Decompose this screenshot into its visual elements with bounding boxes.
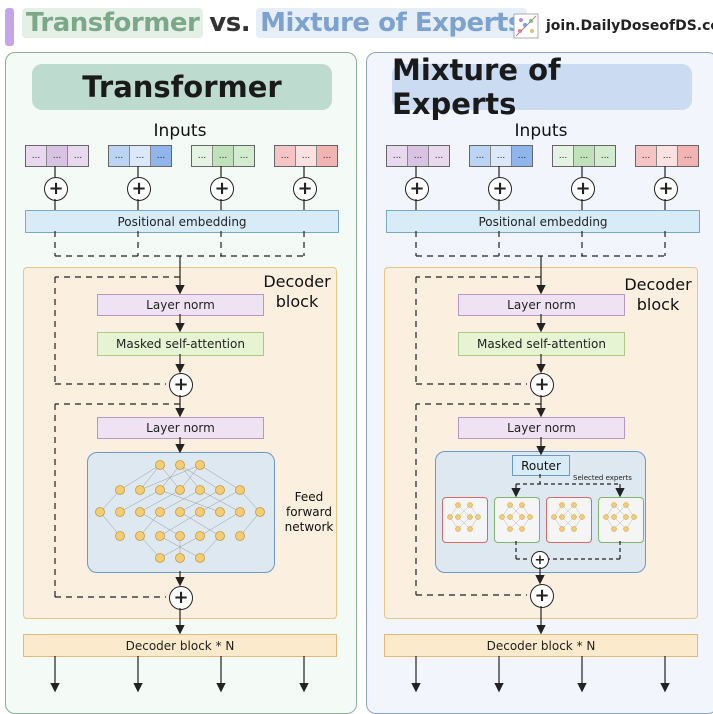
transformer-layer-norm-2: Layer norm [97, 417, 264, 439]
token-group: ... ... ... [191, 145, 255, 167]
token-cell: ... [47, 146, 68, 166]
token-cell: ... [387, 146, 408, 166]
transformer-panel-title: Transformer [32, 64, 332, 110]
token-cell: ... [491, 146, 512, 166]
residual-add-icon: + [530, 373, 554, 397]
decoder-label-line: block [636, 295, 680, 314]
token-cell: ... [26, 146, 47, 166]
token-cell: ... [574, 146, 595, 166]
token-group: ... ... ... [552, 145, 616, 167]
moe-decoder-label: Decoder block [619, 275, 697, 315]
token-cell: ... [151, 146, 171, 166]
token-cell: ... [213, 146, 234, 166]
title-transformer: Transformer [22, 8, 204, 38]
token-cell: ... [296, 146, 317, 166]
ffn-label-line: Feed [294, 490, 324, 504]
token-cell: ... [130, 146, 151, 166]
token-cell: ... [470, 146, 491, 166]
transformer-layer-norm-1: Layer norm [97, 294, 264, 316]
moe-layer-norm-2: Layer norm [458, 417, 625, 439]
token-group: ... ... ... [274, 145, 338, 167]
token-group: ... ... ... [469, 145, 533, 167]
title-vs: vs. [209, 8, 251, 38]
decoder-label-line: Decoder [263, 272, 331, 291]
brand[interactable]: join.DailyDoseofDS.com [512, 12, 713, 40]
expert-4 [598, 497, 644, 543]
token-cell: ... [68, 146, 88, 166]
token-cell: ... [275, 146, 296, 166]
transformer-decoder-n: Decoder block * N [23, 634, 337, 657]
token-cell: ... [636, 146, 657, 166]
token-cell: ... [678, 146, 698, 166]
transformer-decoder-label: Decoder block [258, 272, 336, 312]
token-cell: ... [657, 146, 678, 166]
router: Router [512, 455, 570, 476]
token-cell: ... [192, 146, 213, 166]
moe-panel-title: Mixture of Experts [392, 53, 692, 121]
moe-inputs-label: Inputs [514, 121, 568, 141]
ffn-label: Feed forward network [279, 490, 339, 535]
residual-add-icon: + [169, 586, 193, 610]
connector-lines [50, 166, 670, 693]
moe-layer-norm-1: Layer norm [458, 294, 625, 316]
selected-experts-label: Selected experts [573, 474, 632, 482]
add-icon: + [293, 177, 317, 201]
transformer-inputs-label: Inputs [153, 121, 207, 141]
token-cell: ... [512, 146, 532, 166]
expert-merge-add-icon: + [531, 551, 549, 569]
add-icon: + [571, 177, 595, 201]
token-cell: ... [553, 146, 574, 166]
decoder-label-line: Decoder [624, 275, 692, 294]
token-group: ... ... ... [25, 145, 89, 167]
moe-positional-embedding: Positional embedding [386, 210, 700, 233]
token-cell: ... [109, 146, 130, 166]
add-icon: + [654, 177, 678, 201]
add-icon: + [488, 177, 512, 201]
add-icon: + [44, 177, 68, 201]
residual-add-icon: + [169, 373, 193, 397]
expert-nodes [447, 502, 637, 532]
add-icon: + [405, 177, 429, 201]
add-icon: + [127, 177, 151, 201]
token-cell: ... [595, 146, 615, 166]
token-group: ... ... ... [386, 145, 450, 167]
token-cell: ... [234, 146, 254, 166]
accent-bar [5, 8, 14, 46]
ffn-label-line: network [284, 520, 334, 534]
residual-add-icon: + [530, 584, 554, 608]
add-icon: + [210, 177, 234, 201]
title-moe: Mixture of Experts [256, 8, 527, 38]
token-cell: ... [429, 146, 449, 166]
token-cell: ... [317, 146, 337, 166]
moe-decoder-n: Decoder block * N [384, 634, 698, 657]
expert-2 [494, 497, 540, 543]
decoder-label-line: block [275, 292, 319, 311]
ffn-neural-net-icon [95, 460, 265, 563]
brand-text: join.DailyDoseofDS.com [546, 18, 713, 34]
expert-3 [546, 497, 592, 543]
expert-1 [442, 497, 488, 543]
token-cell: ... [408, 146, 429, 166]
token-group: ... ... ... [108, 145, 172, 167]
token-group: ... ... ... [635, 145, 699, 167]
brand-logo-icon [513, 13, 539, 39]
ffn-label-line: forward [285, 505, 332, 519]
transformer-positional-embedding: Positional embedding [25, 210, 339, 233]
